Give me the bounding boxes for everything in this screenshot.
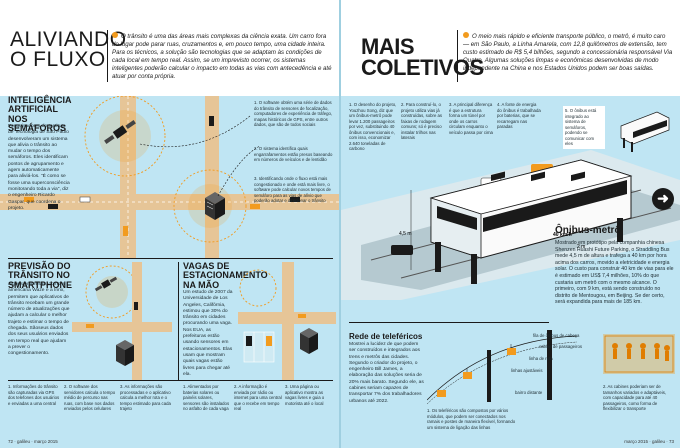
cable-label-2: cabine de passageiros: [539, 344, 582, 349]
ai-semaphore-body: Pesquisadores do Instituto de Tecnologia…: [8, 124, 70, 211]
section-divider: [8, 258, 333, 259]
parking-illustration: [238, 262, 336, 380]
bus-note-4: 4. A fonte de energia do ônibus é trabal…: [497, 102, 541, 129]
bus-note-3: 3. A principal diferença é que a estrutu…: [449, 102, 493, 135]
right-title: MAIS COLETIVOS: [361, 34, 484, 80]
cable-body: Mostrei a lucidez de que podem ser const…: [349, 342, 424, 404]
straddling-bus-illustration: 4,5 m 2 m 40 km/h: [341, 150, 680, 300]
ai-note-1: 1. O software obtém uma série de dados d…: [254, 100, 333, 127]
left-page-number: 72 · galileu · março 2015: [8, 439, 58, 444]
parking-title: Vagas de estacionamento na mão: [183, 261, 268, 290]
intro-bullet-icon-right: [463, 32, 469, 38]
cable-label-1: fila de ônibus de cabeça: [533, 333, 580, 338]
traffic-map-illustration: [0, 96, 339, 258]
cable-car-illustration: [427, 330, 577, 405]
spine-gutter: [339, 0, 341, 448]
parking-note-3: 3. Uma página ou aplicativo mostra as va…: [285, 384, 325, 406]
smartphone-note-1: 1. Informações do trânsito são capturada…: [8, 384, 60, 406]
smartphone-note-2: 2. O software dos servidores calcula o t…: [64, 384, 116, 411]
cable-note-1: 1. Os teleféricos são compostos por vári…: [427, 408, 516, 430]
bus-note-5: 5. O ônibus está integrado ao sistema de…: [563, 106, 605, 149]
smartphone-body: Alguns empresas, como a americana Waze e…: [8, 282, 70, 357]
cable-title: Rede de teleféricos: [349, 332, 423, 341]
bottom-divider: [8, 380, 333, 381]
title-divider: [107, 30, 108, 82]
smartphone-illustration: [72, 262, 172, 380]
cable-label-3: linha de rota: [529, 356, 553, 361]
right-page-number: março 2015 · galileu · 73: [624, 439, 674, 444]
right-header: MAIS COLETIVOS O meio mais rápido e efic…: [341, 0, 680, 96]
smartphone-title: Previsão do trânsito no smartphone: [8, 261, 73, 290]
right-intro: O meio mais rápido e eficiente transport…: [463, 32, 673, 73]
cable-note-2: 2. As cabines poderiam ser de tamanhos v…: [603, 384, 667, 411]
title-divider-right: [457, 30, 458, 82]
bus-note-2: 2. Para construí-lo, o projeto utiliza v…: [401, 102, 443, 140]
ai-note-3: 3. Identificando onde o fluxo está mais …: [254, 176, 331, 203]
width-label: 2 m: [577, 244, 585, 250]
speed-label: 40 km/h: [553, 232, 572, 238]
cable-label-4: linhas ajustáveis: [511, 368, 543, 373]
cable-label-5: bairro distante: [515, 390, 543, 395]
bus-body: Mostrado em protótipo pela companhia chi…: [555, 240, 674, 306]
ai-semaphore-title: Inteligência artificial nos semáforos: [8, 95, 72, 134]
intro-bullet-icon: [112, 32, 118, 38]
bus-title: Ônibus-metrô: [555, 225, 621, 236]
next-page-arrow[interactable]: ➜: [652, 188, 674, 210]
left-header: ALIVIANDO O FLUXO O trânsito é uma das á…: [0, 0, 339, 96]
cabin-interior-illustration: [603, 334, 675, 374]
parking-note-1: 1. Alimentados por baterias solares ou p…: [183, 384, 230, 411]
bus-note-1: 1. O desenho do projeto, Youzhou Song, d…: [349, 102, 397, 151]
right-page: MAIS COLETIVOS O meio mais rápido e efic…: [341, 0, 680, 448]
left-title: ALIVIANDO O FLUXO: [10, 28, 127, 71]
parking-body: Um estudo de 2007 da Universidade de Los…: [183, 290, 233, 377]
parking-note-2: 2. A informação é enviada por rádio ou i…: [234, 384, 282, 411]
column-divider: [178, 262, 179, 380]
height-label: 4,5 m: [399, 231, 412, 237]
smartphone-note-3: 3. As informações são processadas e o ap…: [120, 384, 171, 411]
left-page: ALIVIANDO O FLUXO O trânsito é uma das á…: [0, 0, 339, 448]
ai-note-2: 2. O sistema identifica quais engarrafam…: [254, 146, 333, 162]
mini-bus-icon: [620, 111, 670, 152]
cable-divider: [349, 322, 549, 323]
left-intro: O trânsito é uma das áreas mais complexa…: [112, 32, 332, 81]
